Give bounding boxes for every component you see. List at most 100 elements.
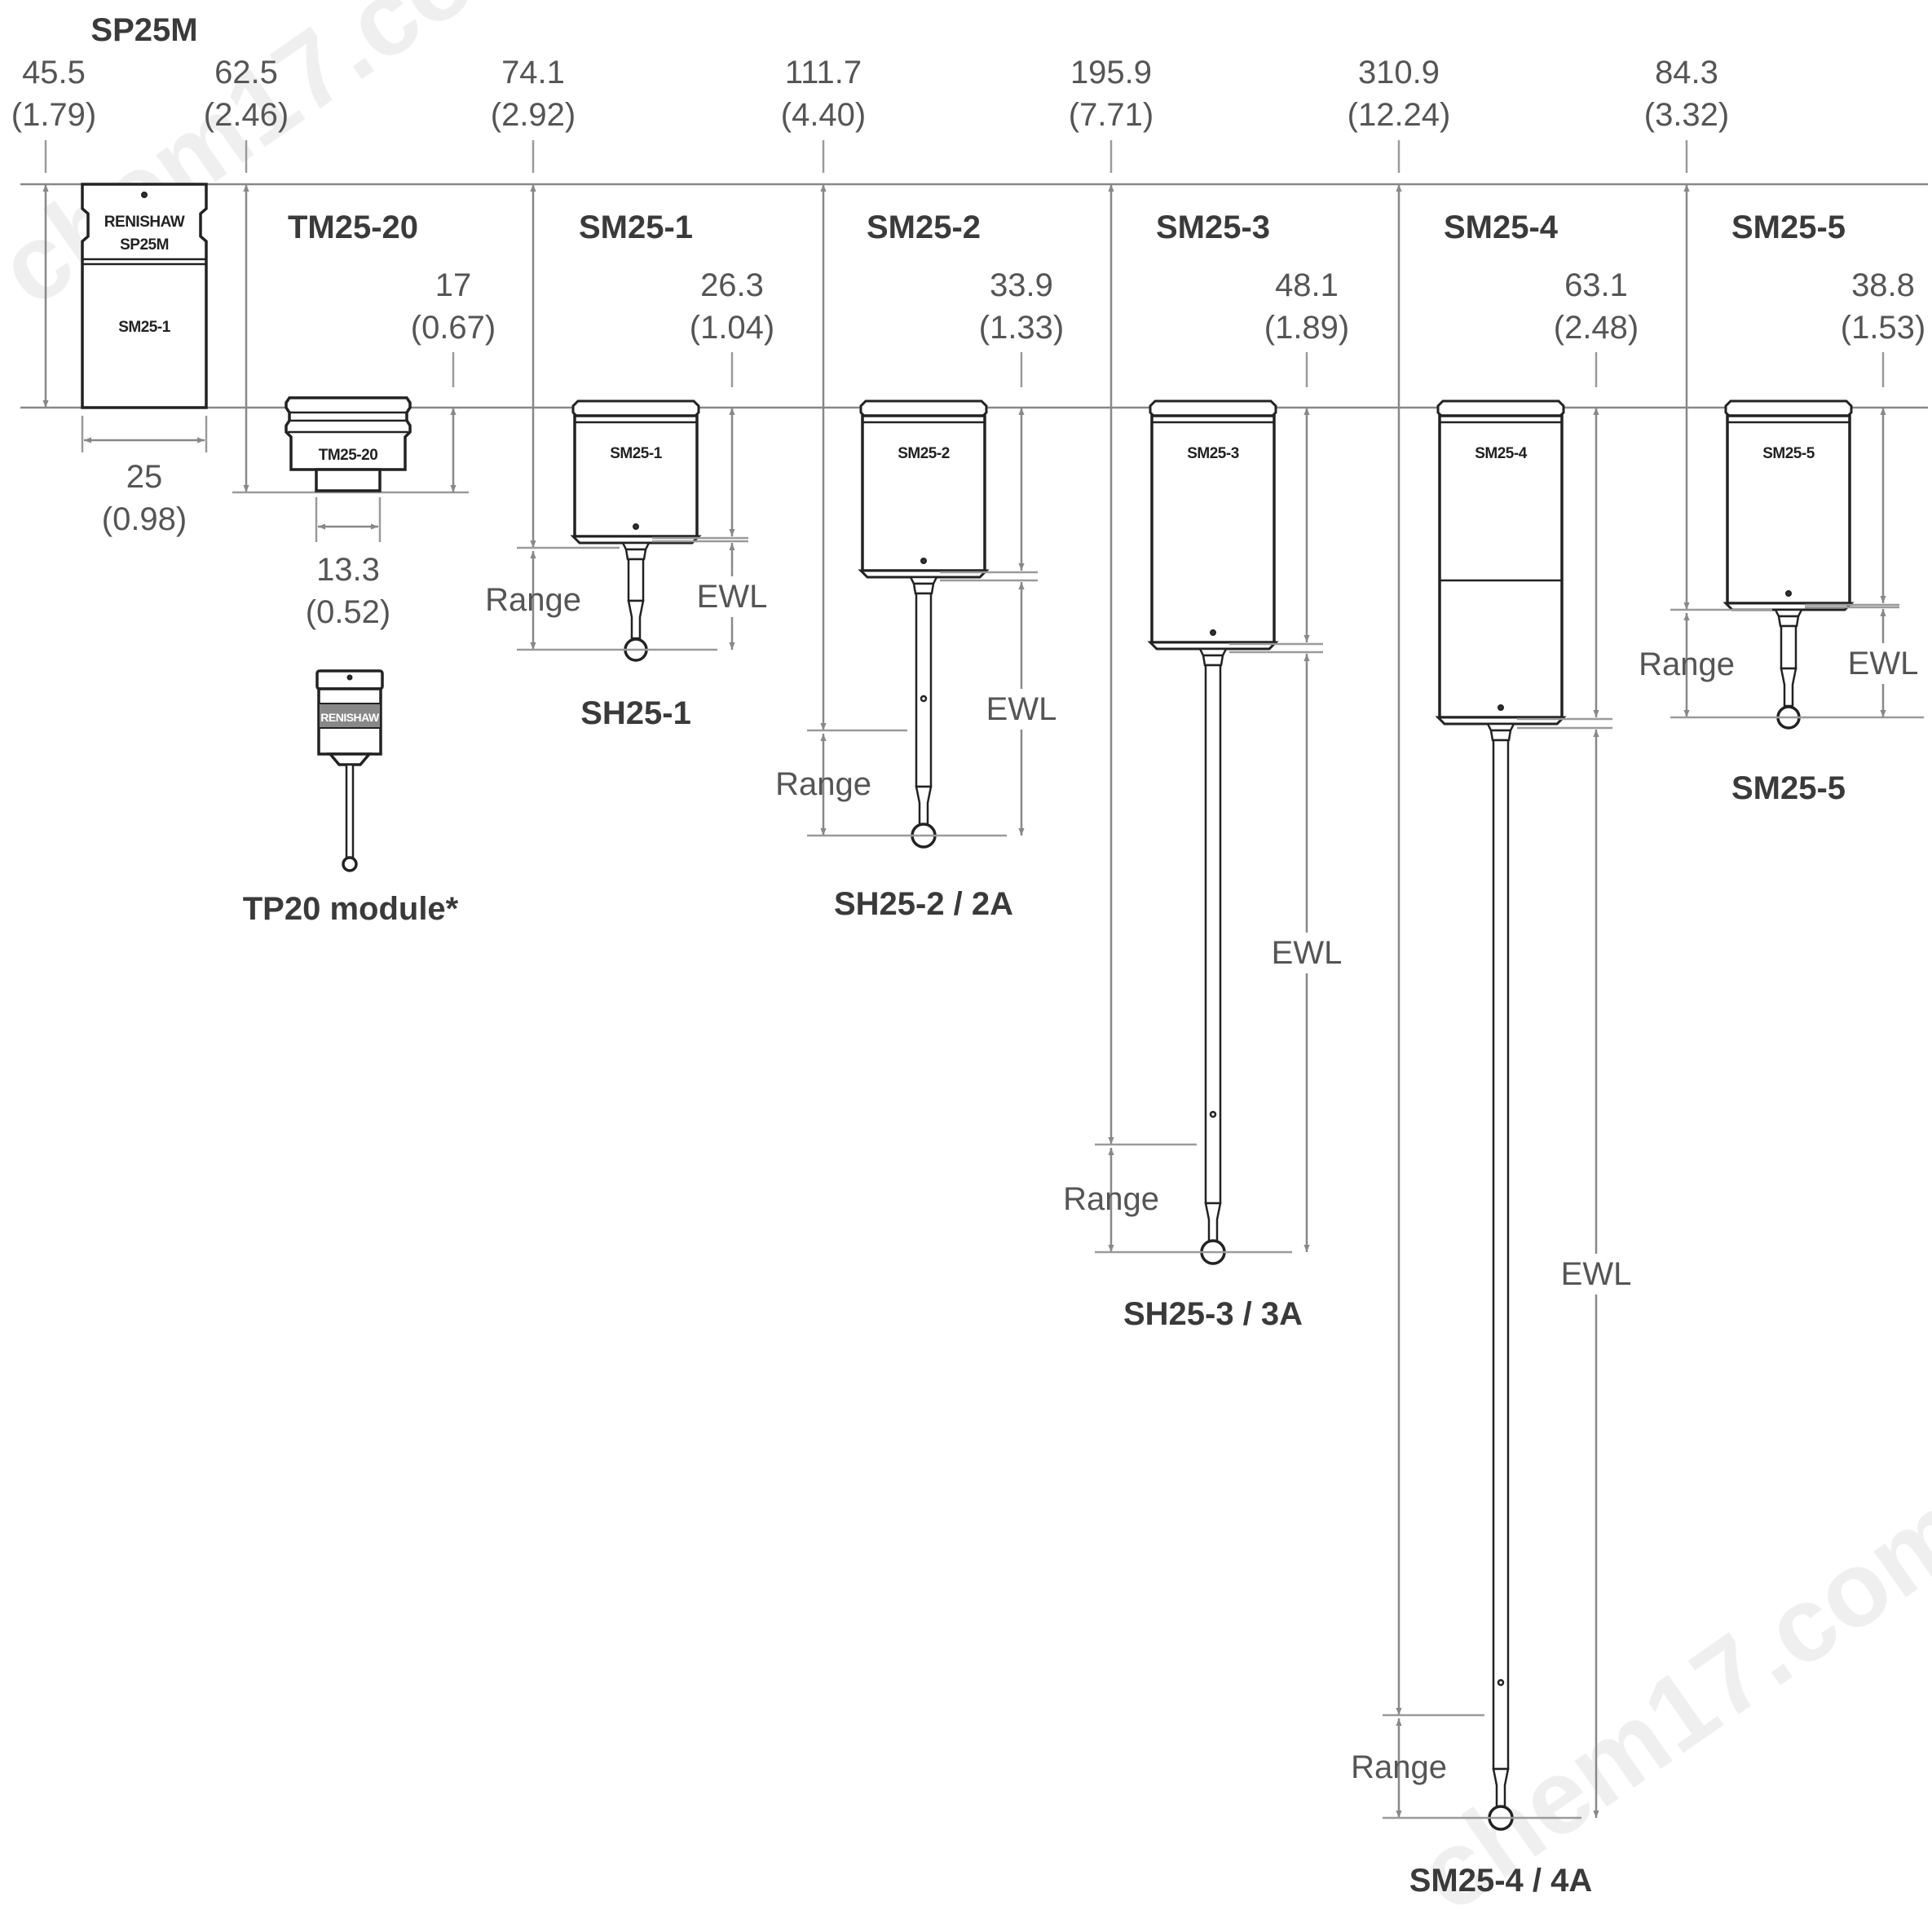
tp20-stylus bbox=[345, 763, 355, 860]
sp25m-group: SP25M 45.5 (1.79) RENISHAW SP25M SM25-1 … bbox=[11, 12, 208, 537]
module-dot bbox=[1785, 590, 1792, 597]
module-height-in: (1.33) bbox=[979, 310, 1065, 346]
ewl-label: EWL bbox=[1561, 1256, 1632, 1292]
holder-neck bbox=[1777, 615, 1800, 628]
tm2520-nose bbox=[315, 468, 382, 492]
sp25m-height-in: (1.79) bbox=[11, 97, 97, 133]
module-total-mm: 310.9 bbox=[1358, 55, 1440, 90]
module-total-in: (7.71) bbox=[1069, 97, 1154, 133]
sp25m-title: SP25M bbox=[90, 12, 197, 48]
module-top-cap bbox=[571, 399, 700, 417]
tm2520-height-in: (0.67) bbox=[411, 310, 496, 346]
module-3-group: 195.9(7.71)SM25-348.1(1.89)SM25-3RangeEW… bbox=[1063, 55, 1349, 1332]
ewl-label: EWL bbox=[1272, 935, 1343, 971]
ewl-label-bg bbox=[1844, 643, 1922, 684]
module-4-group: 310.9(12.24)SM25-463.1(2.48)SM25-4RangeE… bbox=[1348, 55, 1639, 1899]
holder-neck bbox=[912, 582, 935, 595]
stylus-tip bbox=[1780, 667, 1797, 708]
module-top-cap bbox=[1149, 399, 1277, 417]
ewl-label-bg bbox=[693, 576, 771, 617]
tp20-module: RENISHAW bbox=[315, 669, 384, 872]
module-height-in: (1.89) bbox=[1264, 310, 1350, 346]
tm2520-width-in: (0.52) bbox=[306, 594, 391, 630]
sp25m-module-label: SM25-1 bbox=[118, 319, 170, 336]
sp25m-height-mm: 45.5 bbox=[22, 55, 86, 90]
module-title: SM25-3 bbox=[1156, 210, 1270, 245]
stylus-shaft bbox=[1492, 739, 1510, 1771]
tp20-logo: RENISHAW bbox=[320, 711, 380, 724]
sp25m-width-mm: 25 bbox=[126, 459, 163, 495]
tp20-caption: TP20 module* bbox=[243, 891, 459, 927]
tm2520-group: 62.5 (2.46) TM25-20 17 (0.67) TM25-20 13… bbox=[204, 55, 496, 927]
module-body-label: SM25-5 bbox=[1762, 445, 1815, 462]
holder-neck bbox=[1489, 729, 1512, 742]
tp20-taper bbox=[327, 752, 373, 766]
holder-neck bbox=[624, 548, 647, 561]
ewl-label: EWL bbox=[986, 691, 1057, 727]
module-total-mm: 74.1 bbox=[501, 55, 565, 90]
module-body bbox=[1438, 414, 1564, 719]
sp25m-width-in: (0.98) bbox=[102, 501, 187, 537]
module-height-mm: 48.1 bbox=[1275, 267, 1339, 303]
holder-caption: SH25-3 / 3A bbox=[1123, 1296, 1303, 1332]
tm2520-height-mm: 17 bbox=[435, 267, 472, 303]
tm2520-total-in: (2.46) bbox=[204, 97, 289, 133]
module-top-cap bbox=[1724, 399, 1853, 417]
module-total-in: (4.40) bbox=[781, 97, 867, 133]
ewl-label: EWL bbox=[1848, 646, 1919, 681]
module-total-mm: 195.9 bbox=[1070, 55, 1152, 90]
module-body bbox=[861, 414, 986, 572]
range-label: Range bbox=[1063, 1181, 1159, 1217]
range-label: Range bbox=[775, 766, 871, 802]
module-title: SM25-5 bbox=[1731, 210, 1846, 245]
tm2520-body-label: TM25-20 bbox=[319, 447, 378, 464]
sp25m-logo-text: RENISHAW bbox=[104, 214, 185, 231]
module-body-label: SM25-4 bbox=[1475, 445, 1527, 462]
module-dot bbox=[633, 523, 639, 530]
stylus-mark bbox=[920, 695, 928, 703]
stylus-mark bbox=[1209, 1110, 1217, 1118]
module-2-group: 111.7(4.40)SM25-233.9(1.33)SM25-2RangeEW… bbox=[775, 55, 1064, 922]
module-total-in: (3.32) bbox=[1644, 97, 1730, 133]
module-total-in: (12.24) bbox=[1348, 97, 1451, 133]
module-title: SM25-4 bbox=[1444, 210, 1559, 245]
stylus-shaft bbox=[1204, 664, 1222, 1205]
module-dot bbox=[920, 558, 927, 564]
module-dot bbox=[1210, 629, 1216, 636]
module-title: SM25-1 bbox=[579, 210, 693, 245]
module-height-in: (1.53) bbox=[1841, 310, 1926, 346]
sp25m-dot bbox=[141, 192, 148, 198]
module-body bbox=[573, 414, 699, 538]
module-height-in: (1.04) bbox=[690, 310, 775, 346]
ewl-label-bg bbox=[1268, 933, 1346, 973]
tm2520-width-mm: 13.3 bbox=[316, 552, 380, 588]
module-height-mm: 63.1 bbox=[1564, 267, 1628, 303]
holder-caption: SH25-2 / 2A bbox=[834, 886, 1013, 922]
tp20-ball bbox=[342, 856, 358, 872]
stylus-shaft bbox=[915, 592, 933, 788]
stylus-tip bbox=[915, 785, 933, 826]
sp25m-body-label: SP25M bbox=[120, 236, 169, 254]
module-dot bbox=[1498, 704, 1504, 711]
holder-caption: SH25-1 bbox=[580, 695, 691, 731]
range-label: Range bbox=[485, 582, 581, 618]
sp25m-body bbox=[81, 183, 208, 409]
ewl-label: EWL bbox=[697, 579, 768, 615]
holder-caption: SM25-4 / 4A bbox=[1409, 1863, 1593, 1899]
module-height-mm: 38.8 bbox=[1851, 267, 1915, 303]
module-body-label: SM25-1 bbox=[610, 445, 662, 462]
module-top-cap bbox=[859, 399, 988, 417]
holder-neck bbox=[1202, 654, 1224, 667]
module-body bbox=[1150, 414, 1276, 644]
range-label: Range bbox=[1351, 1749, 1447, 1785]
ewl-label-bg bbox=[1557, 1254, 1635, 1295]
module-height-mm: 26.3 bbox=[700, 267, 764, 303]
tm2520-title: TM25-20 bbox=[288, 210, 418, 245]
stylus-tip bbox=[627, 599, 645, 640]
tp20-dot bbox=[346, 674, 353, 681]
tp20-knurl bbox=[318, 703, 382, 729]
stylus-mark bbox=[1497, 1678, 1505, 1687]
